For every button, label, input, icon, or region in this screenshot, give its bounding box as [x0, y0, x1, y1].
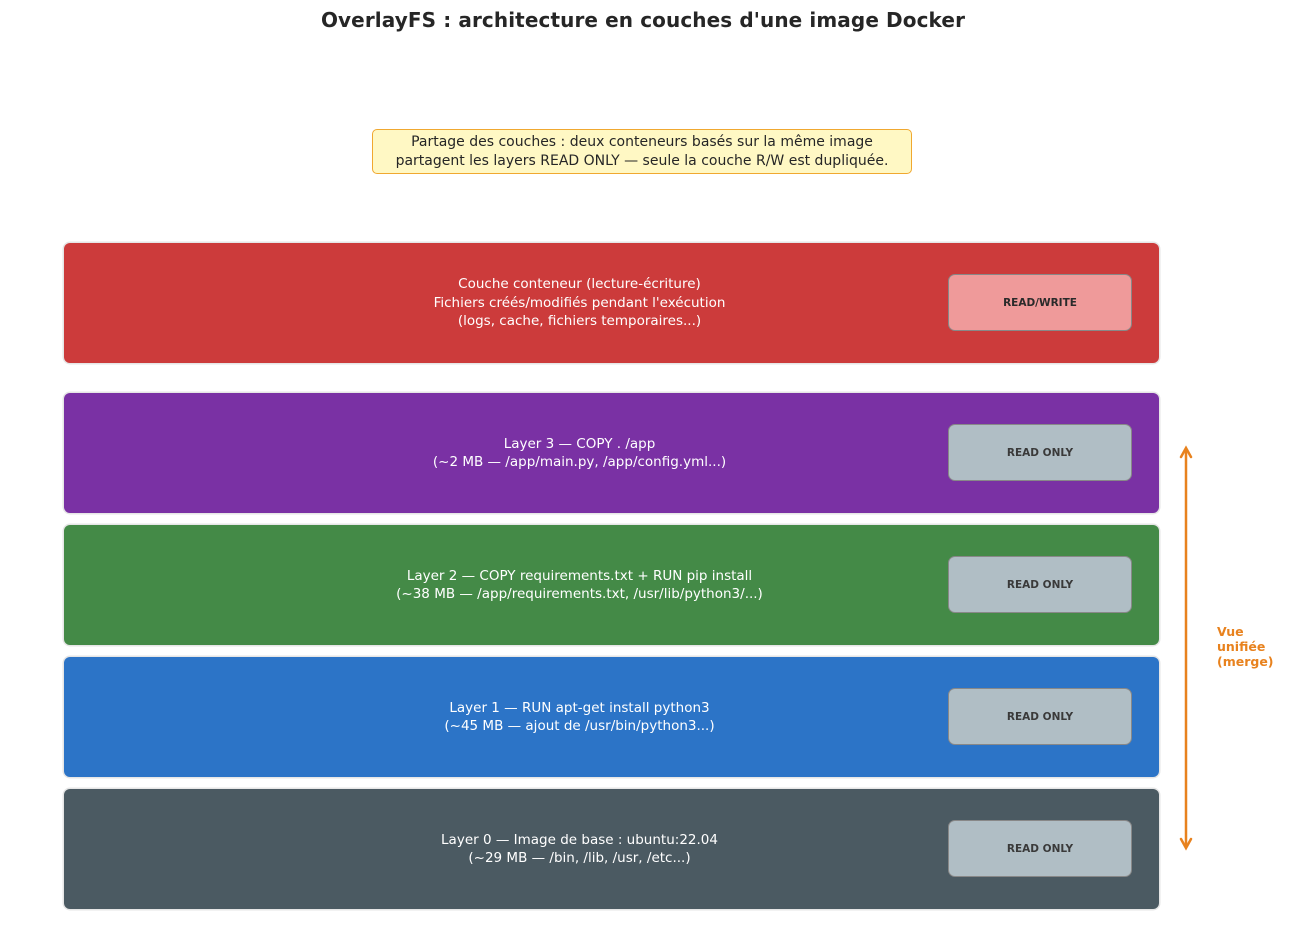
layer-line: (logs, cache, fichiers temporaires...) [457, 313, 702, 330]
read-only-badge: READ ONLY [948, 820, 1132, 877]
layer-1-text: Layer 1 — RUN apt-get install python3 (~… [64, 657, 1095, 777]
layer-line: Couche conteneur (lecture-écriture) [458, 276, 701, 293]
layer-line: (~45 MB — ajout de /usr/bin/python3...) [444, 718, 715, 734]
read-write-badge: READ/WRITE [948, 274, 1132, 331]
sharing-note-line-1: Partage des couches : deux conteneurs ba… [411, 134, 873, 150]
layer-container-rw: Couche conteneur (lecture-écriture) Fich… [64, 243, 1159, 363]
sharing-note: Partage des couches : deux conteneurs ba… [372, 129, 912, 174]
read-only-badge: READ ONLY [948, 556, 1132, 613]
layer-2: Layer 2 — COPY requirements.txt + RUN pi… [64, 525, 1159, 645]
merge-label-line: Vue [1217, 624, 1244, 639]
layer-0-text: Layer 0 — Image de base : ubuntu:22.04 (… [64, 789, 1095, 909]
layer-line: Layer 2 — COPY requirements.txt + RUN pi… [406, 567, 753, 584]
read-only-badge: READ ONLY [948, 424, 1132, 481]
merge-label: Vue unifiée (merge) [1217, 624, 1274, 669]
diagram-title: OverlayFS : architecture en couches d'un… [320, 8, 966, 32]
layer-3: Layer 3 — COPY . /app (~2 MB — /app/main… [64, 393, 1159, 513]
layer-line: Layer 1 — RUN apt-get install python3 [449, 699, 710, 716]
read-only-badge: READ ONLY [948, 688, 1132, 745]
layer-container-rw-text: Couche conteneur (lecture-écriture) Fich… [64, 243, 1095, 363]
merge-arrow-head-up [1179, 445, 1193, 459]
merge-label-line: (merge) [1217, 654, 1274, 669]
layer-line: Fichiers créés/modifiés pendant l'exécut… [433, 294, 726, 311]
layer-line: Layer 0 — Image de base : ubuntu:22.04 [441, 831, 718, 848]
layer-line: (~38 MB — /app/requirements.txt, /usr/li… [396, 586, 763, 602]
sharing-note-line-2: partagent les layers READ ONLY — seule l… [395, 152, 889, 169]
layer-2-text: Layer 2 — COPY requirements.txt + RUN pi… [64, 525, 1095, 645]
merge-arrow-icon [1179, 445, 1193, 851]
layer-0: Layer 0 — Image de base : ubuntu:22.04 (… [64, 789, 1159, 909]
merge-arrow-head-down [1179, 837, 1193, 851]
layer-line: (~29 MB — /bin, /lib, /usr, /etc...) [468, 850, 691, 866]
merge-label-line: unifiée [1217, 639, 1266, 654]
layer-1: Layer 1 — RUN apt-get install python3 (~… [64, 657, 1159, 777]
layer-3-text: Layer 3 — COPY . /app (~2 MB — /app/main… [64, 393, 1095, 513]
layer-line: (~2 MB — /app/main.py, /app/config.yml..… [432, 454, 727, 470]
layer-line: Layer 3 — COPY . /app [503, 435, 656, 452]
